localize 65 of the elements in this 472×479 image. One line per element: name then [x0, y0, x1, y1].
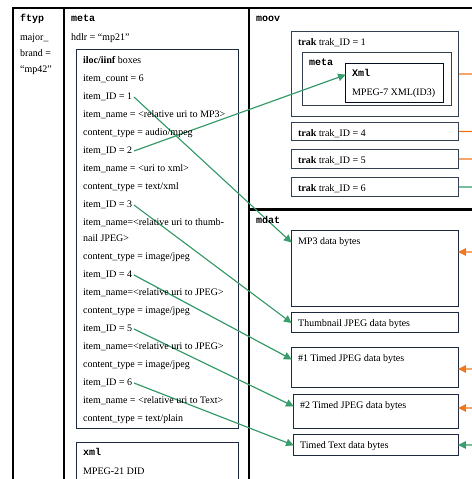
arrow — [458, 248, 472, 256]
item-line: item_name = <uri to xml> — [83, 161, 189, 177]
item-line: content_type = image/jpeg — [83, 303, 190, 319]
trak-box — [291, 149, 459, 169]
box-heading: trak trak_ID = 5 — [298, 154, 366, 168]
data-box — [293, 434, 459, 456]
meta-column — [65, 7, 250, 479]
item-line: item_ID = 4 — [83, 267, 132, 283]
moov-section — [250, 7, 472, 210]
data-box — [291, 312, 459, 333]
arrow — [134, 274, 292, 360]
xml-box — [76, 442, 239, 479]
connector-line — [459, 158, 472, 160]
trak-box — [291, 31, 459, 117]
item-line: content_type = text/xml — [83, 179, 179, 195]
arrow — [458, 404, 472, 412]
connector-line — [459, 73, 472, 75]
item-line: item_count = 6 — [83, 71, 144, 87]
box-heading: meta — [309, 57, 334, 71]
arrow — [458, 365, 472, 373]
data-box — [291, 230, 459, 307]
item-line: item_ID = 3 — [83, 197, 132, 213]
item-line: content_type = image/jpeg — [83, 249, 190, 265]
xml-box — [345, 63, 444, 103]
box-text: major_ brand = “mp42” — [20, 31, 53, 77]
box-heading: ftyp — [20, 12, 44, 27]
ftyp-column — [12, 7, 65, 479]
trak-box — [291, 177, 459, 197]
box-heading: trak trak_ID = 1 — [298, 36, 366, 50]
item-line: content_type = text/plain — [83, 411, 184, 427]
item-line: content_type = image/jpeg — [83, 357, 190, 373]
box-heading: moov — [256, 13, 280, 27]
item-line: item_ID = 2 — [83, 143, 132, 159]
item-line: item_ID = 5 — [83, 321, 132, 337]
arrow — [134, 328, 294, 407]
box-text: hdlr = “mp21” — [71, 31, 130, 45]
iloc-box — [76, 49, 239, 429]
connector-line — [459, 130, 472, 132]
box-heading: trak trak_ID = 6 — [298, 182, 366, 196]
box-heading: iloc/iinf boxes — [83, 54, 142, 68]
item-line: item_name=<relative uri to JPEG> — [83, 285, 224, 301]
arrow — [134, 204, 292, 324]
box-heading: Thumbnail JPEG data bytes — [298, 317, 410, 331]
connector-line — [459, 186, 472, 188]
item-line: item_ID = 1 — [83, 89, 132, 105]
item-line: item_ID = 6 — [83, 375, 132, 391]
arrow — [134, 96, 292, 243]
box-heading: meta — [71, 13, 96, 27]
trak-box — [291, 122, 459, 141]
box-heading: MP3 data bytes — [298, 235, 360, 249]
data-box — [291, 347, 459, 388]
arrow — [134, 382, 294, 446]
box-text: MPEG-21 DID — [83, 465, 144, 479]
arrow — [458, 441, 472, 449]
box-heading: Xml — [352, 68, 370, 82]
arrow — [134, 74, 346, 152]
box-heading: #1 Timed JPEG data bytes — [298, 352, 404, 366]
box-heading: Timed Text data bytes — [300, 439, 388, 453]
meta-box — [302, 52, 452, 106]
data-box — [293, 394, 459, 429]
box-heading: trak trak_ID = 4 — [298, 127, 366, 141]
item-line: item_name=<relative uri to JPEG> — [83, 339, 224, 355]
box-heading: xml — [83, 446, 102, 461]
box-heading: #2 Timed JPEG data bytes — [300, 399, 406, 413]
box-text: MPEG-7 XML(ID3) — [352, 86, 436, 100]
